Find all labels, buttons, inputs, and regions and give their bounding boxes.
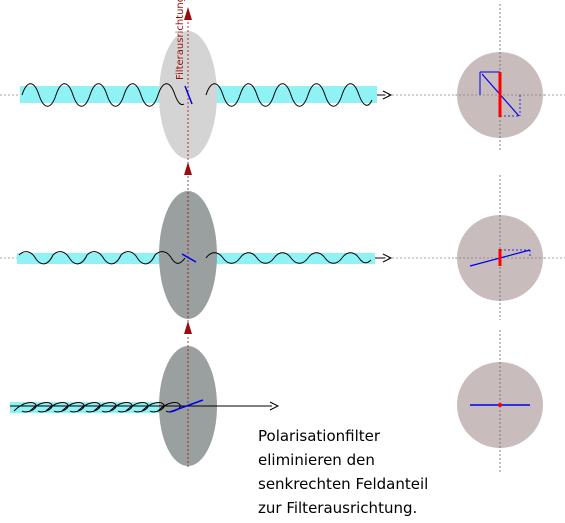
row-1-beam-left: [20, 86, 187, 103]
row-1-filter-axis-arrowhead: [184, 7, 192, 20]
caption: Polarisationfilter eliminieren den senkr…: [258, 424, 498, 520]
row-1-e-vector: [184, 85, 193, 105]
row-2-wave-left: [18, 251, 186, 265]
row-2-beam-left: [17, 253, 187, 264]
row-1: Filterausrichtung: [0, 0, 565, 165]
row-3-transmitted-point: [498, 403, 502, 407]
row-1-wave-left: [21, 83, 185, 107]
row-1-beam-right: [210, 86, 377, 103]
row-1-wave-right: [205, 83, 373, 107]
row-2-filter-axis-arrowhead: [184, 162, 192, 175]
filter-axis-label: Filterausrichtung: [175, 0, 186, 80]
row-3-filter-axis-arrowhead: [184, 321, 192, 334]
row-2-wave-right: [205, 252, 372, 264]
row-3: [10, 321, 543, 472]
caption-line-2: eliminieren den: [258, 451, 375, 469]
row-3-axis-arrow-head: [269, 401, 280, 411]
caption-line-3: senkrechten Feldanteil: [258, 475, 429, 493]
row-2-axis-arrow-head: [382, 253, 393, 263]
row-3-wave-left: [13, 402, 181, 413]
row-2-beam-right: [210, 253, 375, 264]
row-3-e-vector: [169, 399, 204, 413]
caption-line-4: zur Filterausrichtung.: [258, 499, 418, 517]
caption-line-1: Polarisationfilter: [258, 427, 381, 445]
row-2-e-vector: [181, 253, 197, 263]
row-2: [0, 162, 565, 322]
row-2-filter: [159, 191, 217, 319]
row-1-axis-arrow-head: [382, 90, 393, 100]
